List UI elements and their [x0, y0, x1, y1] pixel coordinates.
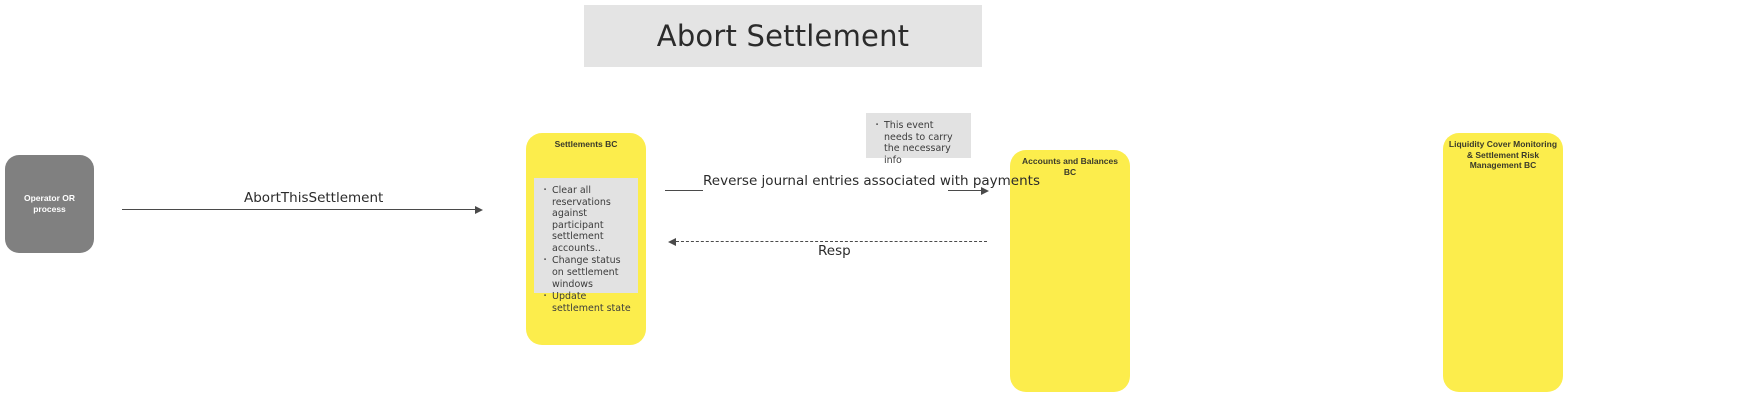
- note-bullet: Change status on settlement windows: [543, 254, 632, 290]
- note-bullet: Update settlement state: [543, 290, 632, 314]
- note-event-payload-list: This event needs to carry the necessary …: [868, 119, 969, 166]
- note-bullet: This event needs to carry the necessary …: [875, 119, 965, 166]
- message-label-abort-this-settlement: AbortThisSettlement: [244, 190, 384, 206]
- page-title: Abort Settlement: [656, 19, 910, 53]
- note-settlements-actions: Clear all reservations against participa…: [534, 178, 638, 314]
- actor-operator-or-process-label: Operator OR process: [23, 193, 75, 214]
- lifeline-accounts-and-balances-bc-label: Accounts and Balances BC: [1022, 156, 1118, 177]
- note-event-payload: This event needs to carry the necessary …: [866, 113, 971, 166]
- lifeline-accounts-and-balances-bc[interactable]: Accounts and Balances BC: [1010, 150, 1130, 392]
- lifeline-liquidity-cover-monitoring-bc-label: Liquidity Cover Monitoring & Settlement …: [1448, 139, 1558, 171]
- note-bullet: Clear all reservations against participa…: [543, 184, 632, 254]
- arrow-head-left-icon: [668, 237, 676, 246]
- actor-operator-or-process[interactable]: Operator OR process: [5, 155, 94, 253]
- message-label-resp: Resp: [818, 243, 851, 259]
- message-arrow-reverse-journal-entries: [665, 190, 703, 191]
- note-settlements-actions-list: Clear all reservations against participa…: [536, 184, 636, 314]
- message-arrow-abort-this-settlement: [122, 209, 478, 210]
- arrow-head-right-icon: [475, 205, 483, 214]
- arrow-head-right-icon: [981, 186, 989, 195]
- lifeline-liquidity-cover-monitoring-bc[interactable]: Liquidity Cover Monitoring & Settlement …: [1443, 133, 1563, 392]
- message-arrow-resp: [676, 241, 987, 242]
- header-banner: Abort Settlement: [584, 5, 982, 67]
- message-label-reverse-journal-entries: Reverse journal entries associated with …: [703, 173, 1040, 189]
- message-arrow-reverse-journal-entries-tail: [948, 190, 984, 191]
- lifeline-settlements-bc-label: Settlements BC: [554, 139, 618, 149]
